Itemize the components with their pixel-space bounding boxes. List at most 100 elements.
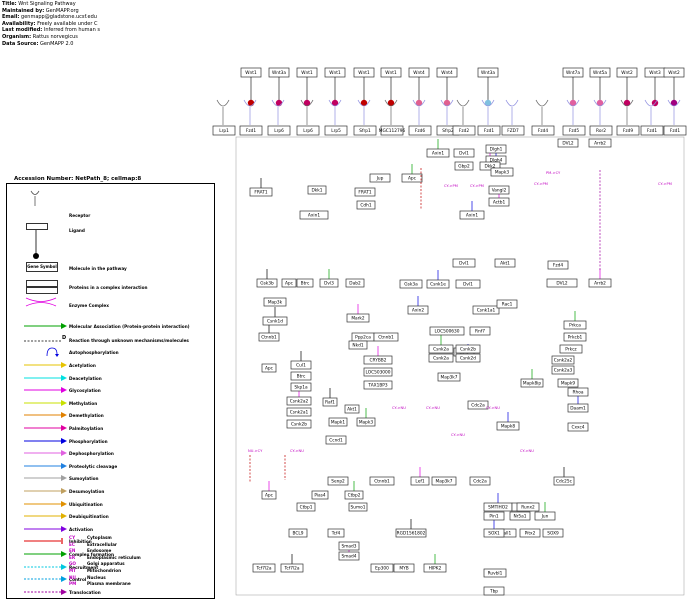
receptor-box bbox=[353, 125, 377, 136]
legend-arrow-icon bbox=[24, 525, 67, 532]
pathway-node-box bbox=[429, 326, 465, 336]
legend-arrow-icon bbox=[24, 488, 67, 494]
pathway-node-box bbox=[479, 161, 501, 171]
receptor-label: Sfrp1 bbox=[359, 128, 371, 134]
pathway-node-box bbox=[431, 476, 457, 486]
legend-arrow-label: Palmitoylation bbox=[69, 426, 104, 431]
pathway-node-box bbox=[348, 340, 368, 350]
pathway-node-label: Cul1 bbox=[296, 363, 306, 369]
pathway-node-label: Csnk2d bbox=[460, 356, 476, 362]
pathway-node-box bbox=[469, 476, 491, 486]
pathway-node-box bbox=[490, 167, 514, 177]
pathway-node-box bbox=[455, 353, 481, 363]
pathway-node-box bbox=[286, 407, 312, 417]
legend-arrow-icon bbox=[24, 563, 67, 570]
pathway-node-label: Sumo1 bbox=[351, 505, 366, 511]
meta-row: Data Source: GenMAPP 2.0 bbox=[2, 41, 122, 48]
legend-ligand-label: Ligand bbox=[69, 228, 85, 233]
pathway-node-label: Cdc25c bbox=[556, 479, 573, 485]
pathway-node-label: Dvl1 bbox=[459, 151, 469, 157]
pathway-node-box bbox=[290, 360, 312, 370]
legend-arrow-label: Dephosphorylation bbox=[69, 451, 114, 457]
receptor-box bbox=[562, 125, 586, 136]
location-name: Golgi apparatus bbox=[87, 561, 125, 567]
pathway-node-label: Pin1 bbox=[489, 514, 498, 520]
pathway-node-label: Csnk1a1 bbox=[477, 308, 496, 314]
complex-symbol-b bbox=[26, 287, 58, 294]
ligand-label: Wnt1 bbox=[329, 70, 341, 76]
receptor-cup-icon bbox=[412, 99, 426, 107]
pathway-node-box bbox=[395, 528, 427, 538]
pathway-node-label: Ep300 bbox=[375, 566, 389, 572]
ligand-label: Wnt7a bbox=[566, 70, 580, 76]
legend-arrow-icon bbox=[24, 425, 67, 431]
receptor-label: Fzd5 bbox=[569, 128, 579, 134]
legend-arrow-label: Phosphorylation bbox=[69, 438, 108, 444]
pathway-node-box bbox=[454, 161, 474, 171]
pathway-node-label: Prkca bbox=[569, 323, 581, 329]
pathway-node-label: Dvl1 bbox=[459, 261, 469, 267]
ligand-dot bbox=[247, 99, 255, 107]
legend-arrow-icon bbox=[24, 450, 67, 457]
pathway-node-box bbox=[327, 476, 349, 486]
pathway-node-label: Prkcb1 bbox=[568, 335, 583, 341]
pathway-node-box bbox=[534, 511, 556, 521]
receptor-cup-icon bbox=[216, 99, 230, 107]
pathway-node-label: Ctnnb1 bbox=[374, 479, 390, 485]
meta-key: Maintained by: bbox=[2, 7, 45, 14]
pathway-node-label: Csnk2a bbox=[433, 356, 449, 362]
pathway-node-label: Ctnnb1 bbox=[261, 335, 277, 341]
pathway-node-box bbox=[483, 586, 505, 596]
membrane-frame bbox=[235, 136, 685, 596]
ligand-dot bbox=[443, 99, 451, 107]
meta-value: GenMAPP 2.0 bbox=[38, 40, 74, 47]
ligand-label: Wnt3a bbox=[481, 70, 495, 76]
pathway-node-label: Csnk2a2 bbox=[290, 399, 309, 405]
pathway-node-label: Gsk3a bbox=[404, 282, 418, 288]
pathway-node-label: Mapk3 bbox=[359, 420, 374, 426]
receptor-box bbox=[640, 125, 664, 136]
pathway-node-box bbox=[407, 305, 429, 315]
location-code: CY bbox=[69, 535, 76, 540]
pathway-node-box bbox=[354, 187, 376, 197]
pathway-node-box bbox=[311, 490, 329, 500]
pathway-node-label: Apc bbox=[265, 493, 274, 499]
pathway-node-label: Axin1 bbox=[432, 151, 444, 157]
pathway-node-box bbox=[280, 563, 304, 573]
location-code: ER bbox=[69, 554, 76, 560]
pathway-node-label: DVL2 bbox=[562, 141, 574, 147]
ligand-label: Wnt1 bbox=[245, 70, 257, 76]
meta-row: Title: Wnt Signaling Pathway bbox=[2, 1, 122, 8]
ligand-dot bbox=[670, 99, 678, 107]
pathway-node-box bbox=[369, 476, 395, 486]
pathway-node-box bbox=[546, 278, 578, 288]
ligand-label: Wnt3 bbox=[649, 70, 661, 76]
meta-value: Inferred from human s bbox=[42, 27, 100, 34]
pathway-node-label: Apc bbox=[265, 366, 274, 372]
pathway-node-label: Rnf7 bbox=[475, 329, 485, 335]
pathway-node-box bbox=[453, 148, 475, 158]
meta-key: Availability: bbox=[2, 20, 36, 27]
legend-association-label: Molecular Association (Protein-protein i… bbox=[69, 324, 190, 329]
pathway-node-box bbox=[256, 278, 278, 288]
legend-arrow-label: Proteolytic cleavage bbox=[69, 463, 118, 469]
association-arrow-icon bbox=[24, 323, 67, 329]
location-name: Mitochondrion bbox=[87, 568, 122, 573]
pathway-node-box bbox=[262, 316, 288, 326]
receptor-box bbox=[408, 125, 432, 136]
pathway-node-box bbox=[567, 403, 589, 413]
legend-arrow-icon bbox=[24, 437, 67, 444]
location-code: GO bbox=[69, 561, 76, 567]
pathway-node-box bbox=[563, 320, 587, 330]
legend-arrow-label: Methylation bbox=[69, 400, 98, 406]
meta-key: Organism: bbox=[2, 33, 32, 40]
pathway-node-label: Rac1 bbox=[502, 302, 513, 308]
pathway-node-box bbox=[428, 344, 454, 354]
legend-unknown-label: Reaction through unknown mechanisms/mole… bbox=[69, 338, 189, 343]
location-name: Nucleus bbox=[87, 574, 106, 580]
pathway-node-box bbox=[553, 476, 575, 486]
pathway-node-box bbox=[338, 551, 360, 561]
pathway-node-label: Map3k bbox=[268, 300, 283, 306]
location-tag: CY->PM bbox=[444, 184, 458, 188]
location-tag: CY->NU bbox=[426, 406, 440, 410]
